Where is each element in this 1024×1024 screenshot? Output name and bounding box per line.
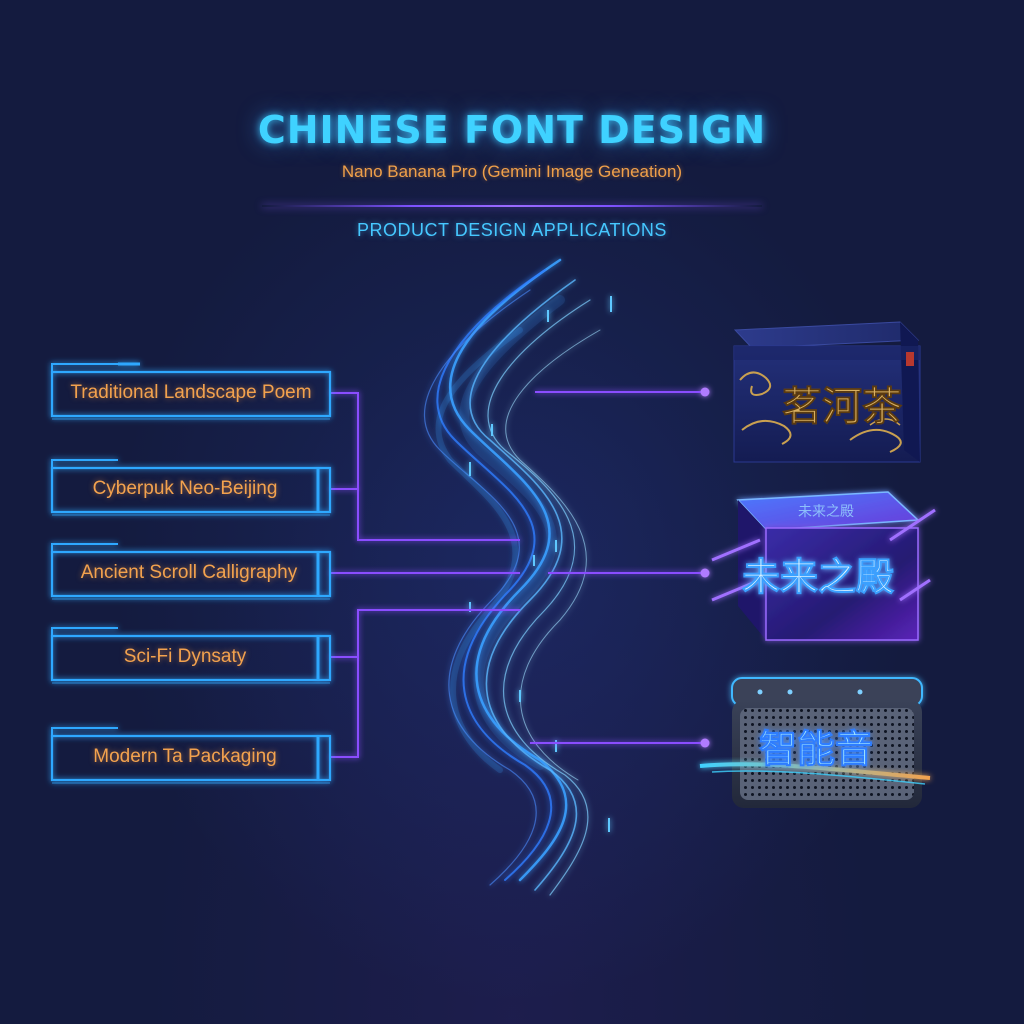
cube-calligraphy: 未来之殿	[742, 554, 894, 599]
section-heading: PRODUCT DESIGN APPLICATIONS	[357, 220, 667, 240]
title-divider	[262, 205, 762, 207]
right-connectors	[530, 387, 710, 748]
style-label-cyberpunk-neo-beijing[interactable]: Cyberpuk Neo-Beijing	[92, 478, 278, 499]
product-smart-speaker: 智能音	[699, 677, 931, 808]
product-glowing-cube: 未来之殿 未来之殿	[711, 491, 936, 641]
flowing-wave	[423, 258, 601, 896]
page-subtitle: Nano Banana Pro (Gemini Image Geneation)	[341, 162, 683, 181]
style-label-ancient-scroll-calligraphy[interactable]: Ancient Scroll Calligraphy	[80, 562, 298, 583]
frame-1	[50, 362, 332, 420]
frame-3	[50, 543, 332, 600]
speaker-calligraphy: 智能音	[759, 726, 873, 771]
left-connectors	[330, 392, 520, 758]
frame-4	[50, 627, 332, 684]
product-tea-tin: 茗河茶	[733, 321, 921, 463]
style-label-modern-tea-packaging[interactable]: Modern Ta Packaging	[93, 746, 277, 767]
label-frames	[50, 362, 332, 784]
frame-2	[50, 459, 332, 516]
style-label-traditional-landscape-poem[interactable]: Traditional Landscape Poem	[70, 382, 312, 403]
tea-tin-calligraphy: 茗河茶	[782, 383, 903, 430]
frame-5	[50, 727, 332, 784]
cube-top-text: 未来之殿	[798, 504, 854, 520]
page-title: CHINESE FONT DESIGN	[257, 108, 767, 152]
data-dashes	[469, 296, 612, 832]
style-label-sci-fi-dynasty[interactable]: Sci-Fi Dynsaty	[123, 646, 247, 667]
